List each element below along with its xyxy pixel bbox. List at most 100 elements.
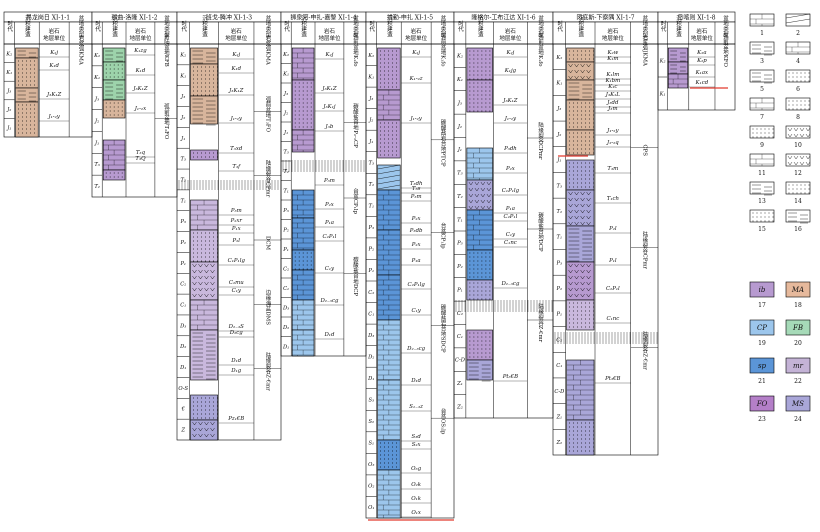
dot [469, 352, 471, 354]
dot [388, 458, 390, 460]
dot [30, 128, 32, 130]
dot [577, 118, 579, 120]
vee-mark [574, 275, 579, 280]
dot [396, 58, 398, 60]
dot [197, 240, 198, 242]
dot [298, 260, 300, 262]
dot [768, 216, 770, 218]
unit-label: C₁P₁lg [228, 258, 246, 264]
dot [388, 70, 390, 72]
age-label: T₃ [369, 161, 375, 167]
dot [392, 466, 394, 468]
basin-label: 岩浆弧KMA [264, 34, 271, 65]
dot [577, 54, 579, 56]
dot [792, 188, 794, 190]
legend-number: 2 [796, 30, 800, 37]
dot [573, 430, 575, 432]
vee-mark [574, 203, 579, 208]
dot [197, 236, 198, 238]
dot [380, 86, 382, 88]
dot [585, 144, 587, 146]
dot [577, 58, 579, 60]
dot [388, 138, 390, 140]
dot [752, 212, 754, 214]
dot [593, 422, 595, 424]
dot [581, 302, 583, 304]
dot [589, 422, 591, 424]
vee-mark [192, 433, 197, 438]
dot [481, 298, 483, 300]
unit-label: D₁d [323, 332, 334, 338]
lithology-block [566, 189, 595, 227]
dot [30, 60, 32, 62]
dot [589, 110, 591, 112]
dot [589, 144, 591, 146]
dot [577, 126, 579, 128]
dot [384, 74, 386, 76]
dot [573, 102, 575, 104]
dot [585, 152, 587, 154]
dot [384, 458, 386, 460]
dot [388, 66, 390, 68]
dot [105, 110, 107, 112]
dot [209, 244, 210, 246]
dot [22, 68, 24, 70]
dot [205, 405, 206, 407]
dot [213, 236, 214, 238]
unit-label: C₂P₁l [606, 286, 620, 292]
dot [213, 256, 214, 258]
dot [489, 94, 491, 96]
dot [581, 122, 583, 124]
dot [593, 314, 595, 316]
dot [589, 54, 591, 56]
dot [804, 80, 806, 82]
basin-label: 边缘海盆DMS [264, 289, 271, 326]
dot [585, 446, 587, 448]
dot [808, 188, 810, 190]
dot [489, 58, 491, 60]
unit-label: P₂x [505, 166, 515, 172]
dot [209, 156, 210, 158]
dot [573, 152, 575, 154]
unit-label: P₃m [323, 178, 335, 184]
dot [302, 106, 304, 108]
header-unit-top: 岩石 [696, 27, 708, 35]
unit-label: K₁jg [504, 68, 517, 74]
dot [306, 264, 308, 266]
age-label: K₂ [555, 55, 562, 61]
dot [477, 298, 479, 300]
dot [396, 142, 398, 144]
dot [18, 108, 20, 110]
dot [804, 100, 806, 102]
basin-label: 弧前盆地T₃FO [264, 95, 271, 132]
dot [213, 78, 214, 80]
unit-label: J₃K₁j [322, 104, 336, 110]
dot [469, 62, 471, 64]
basin-label: 弧前盆地K₁fo [440, 32, 447, 66]
dot [217, 413, 218, 415]
dot [384, 54, 386, 56]
dot [577, 302, 579, 304]
vee-mark [574, 281, 579, 286]
dot [30, 84, 32, 86]
dot [585, 140, 587, 142]
dot [573, 302, 575, 304]
unit-label: J₃K₁Z [321, 86, 337, 92]
dot [593, 446, 595, 448]
dot [581, 326, 583, 328]
dot [34, 116, 36, 118]
dot [569, 422, 571, 424]
age-label: T₃ [180, 157, 186, 163]
diag-line [785, 13, 811, 19]
dot [213, 90, 214, 92]
dot [593, 118, 595, 120]
vee-mark [574, 191, 579, 196]
dot [589, 132, 591, 134]
unit-label: C₁y [411, 308, 421, 314]
dot [34, 84, 36, 86]
dot [310, 252, 312, 254]
age-label: T₁ [457, 217, 463, 223]
dot [477, 340, 479, 342]
age-label: J₂ [457, 124, 462, 130]
dot [489, 294, 491, 296]
